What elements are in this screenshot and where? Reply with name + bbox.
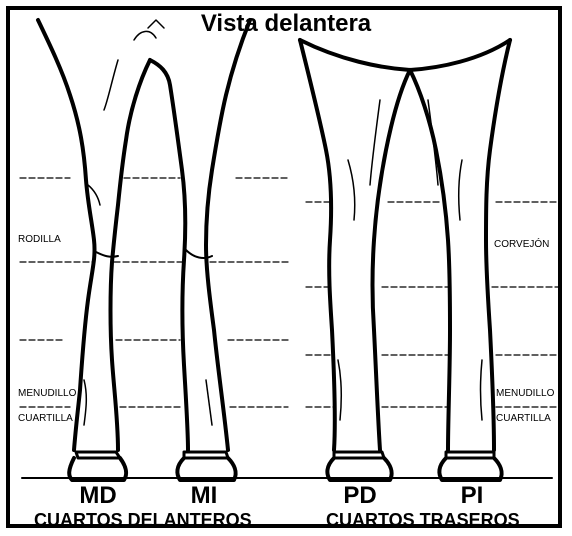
leg-mi-outline — [133, 18, 252, 452]
group-label-hind: CUARTOS TRASEROS — [326, 510, 520, 530]
leg-label-mi: MI — [190, 482, 218, 509]
leg-pd-outline — [298, 38, 412, 452]
hind-top-curve — [298, 38, 512, 72]
label-corvejon: CORVEJÓN — [494, 239, 550, 250]
label-menudillo-hind: MENUDILLO — [496, 388, 555, 399]
leg-pi-outline — [408, 38, 512, 452]
diagram-title: Vista delantera — [200, 10, 372, 37]
hoof-mi — [175, 450, 238, 482]
label-menudillo-front: MENUDILLO — [18, 388, 77, 399]
label-cuartilla-front: CUARTILLA — [18, 413, 73, 424]
group-label-front: CUARTOS DELANTEROS — [34, 510, 252, 530]
leg-label-pi: PI — [460, 482, 484, 509]
measure-lines — [19, 177, 559, 408]
diagram-frame — [6, 6, 562, 528]
leg-md-outline — [36, 18, 152, 452]
hoof-md — [67, 450, 129, 482]
label-rodilla: RODILLA — [18, 234, 61, 245]
leg-label-md: MD — [79, 482, 117, 509]
label-cuartilla-hind: CUARTILLA — [496, 413, 551, 424]
leg-label-pd: PD — [343, 482, 377, 509]
hoof-pd — [325, 450, 394, 482]
hoof-pi — [437, 450, 504, 482]
